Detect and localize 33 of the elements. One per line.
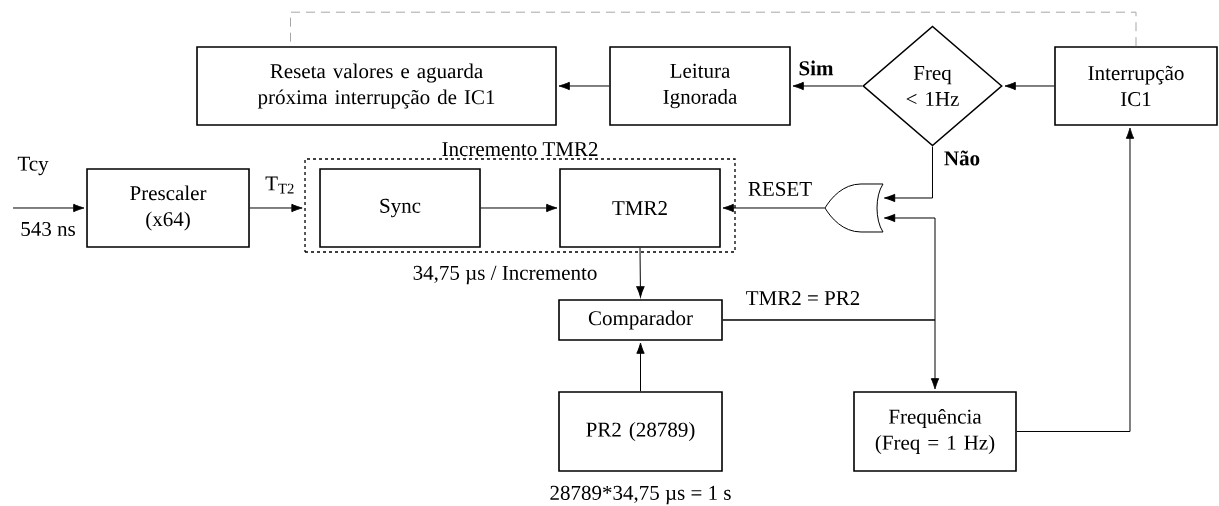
or-gate-symbol [824,183,884,233]
arrow [636,247,645,298]
arrow [792,81,863,91]
caption-text: 28789*34,75 µs = 1 s [550,485,731,505]
edge-label: RESET [748,181,812,197]
process-box: Reseta valores e aguarda próxima interrupção de IC1 [196,46,557,126]
process-box: Interrupção IC1 [1054,46,1218,126]
arrow [480,203,558,213]
process-box: Sync [319,168,481,248]
arrow [1004,81,1055,91]
process-box: Prescaler (x64) [86,168,250,248]
arrow [722,203,826,213]
arrow [722,319,940,390]
edge-label: 34,75 µs / Incremento [413,265,597,285]
arrow [249,203,303,213]
process-box: Frequência (Freq = 1 Hz) [853,391,1017,472]
edge-label: TMR2 = PR2 [746,291,860,305]
process-box: PR2 (28789) [558,391,723,472]
node-label: Incremento TMR2 [442,142,598,157]
dashed-line [290,11,1137,47]
process-box: TMR2 [559,168,721,248]
arrow [1016,127,1135,432]
edge-label: Tcy [17,156,49,176]
arrow [636,342,645,392]
arrow [12,203,85,213]
edge-label: Sim [799,60,834,76]
process-box: Comparador [558,299,723,341]
text-label: 543 ns [21,221,75,237]
edge-label: T$_{T2}$ [265,176,294,194]
process-box: Leitura Ignorada [609,46,791,126]
arrow [883,146,933,203]
edge-label: Não [944,150,980,166]
arrow [558,81,610,91]
